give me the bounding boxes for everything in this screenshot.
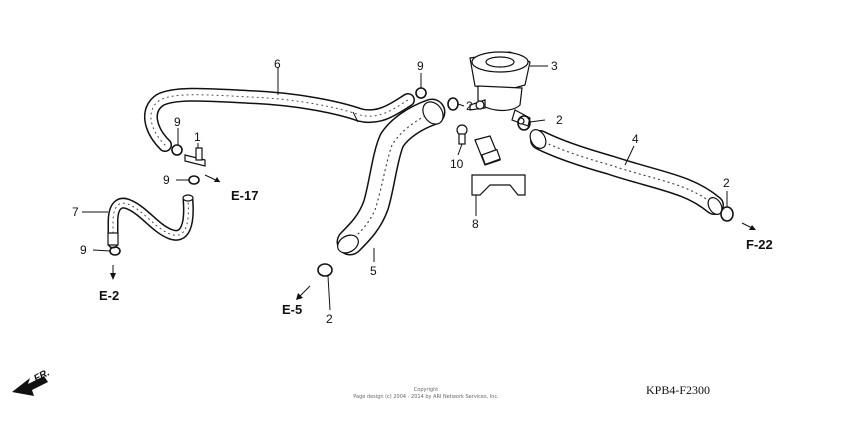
air-injection-valve-3[interactable] <box>469 51 548 127</box>
label-4: 4 <box>632 132 639 146</box>
clamp-9-left-lower[interactable] <box>92 246 121 256</box>
label-6: 6 <box>274 57 281 71</box>
label-5: 5 <box>370 264 377 278</box>
label-1: 1 <box>194 130 201 144</box>
front-label: FR. <box>32 367 51 384</box>
bolt-10[interactable] <box>456 124 468 156</box>
copyright-title: Copyright <box>414 387 438 393</box>
label-2-bottom: 2 <box>326 312 333 326</box>
arrow-e5 <box>296 285 311 300</box>
ref-e17[interactable]: E-17 <box>231 188 258 203</box>
label-2-upper: 2 <box>466 99 473 113</box>
copyright-line: Page design (c) 2004 - 2014 by ARI Netwo… <box>353 394 499 400</box>
hose-7[interactable] <box>107 194 194 249</box>
label-10: 10 <box>450 157 464 171</box>
label-8: 8 <box>472 217 479 231</box>
arrow-f22 <box>741 222 756 230</box>
clamp-9-top[interactable] <box>415 73 427 99</box>
clamp-2-right-lower[interactable] <box>720 191 734 222</box>
hose-6[interactable] <box>144 87 415 152</box>
label-9-top: 9 <box>417 59 424 73</box>
ref-f22[interactable]: F-22 <box>746 237 773 252</box>
clamp-9-left-upper[interactable] <box>171 128 183 156</box>
label-7: 7 <box>72 205 79 219</box>
clamp-2-upper[interactable] <box>447 97 465 111</box>
ref-e2[interactable]: E-2 <box>99 288 119 303</box>
label-3: 3 <box>551 59 558 73</box>
clamp-2-bottom[interactable] <box>317 263 333 311</box>
label-9-left-upper: 9 <box>174 115 181 129</box>
joint-1[interactable] <box>184 143 206 167</box>
ref-e5[interactable]: E-5 <box>282 302 302 317</box>
clamp-2-right-upper[interactable] <box>517 115 546 131</box>
front-direction-icon <box>12 376 48 396</box>
arrow-e2 <box>110 265 116 280</box>
arrow-e17 <box>204 174 221 183</box>
label-9-left-mid: 9 <box>163 173 170 187</box>
hose-4[interactable] <box>527 127 725 217</box>
bracket-8[interactable] <box>471 135 526 216</box>
hose-5[interactable] <box>334 98 447 256</box>
label-2-right-upper: 2 <box>556 113 563 127</box>
label-2-right-lower: 2 <box>723 176 730 190</box>
label-9-left-lower: 9 <box>80 243 87 257</box>
clamp-9-left-mid[interactable] <box>176 175 200 185</box>
diagram-part-code: KPB4-F2300 <box>646 383 710 397</box>
